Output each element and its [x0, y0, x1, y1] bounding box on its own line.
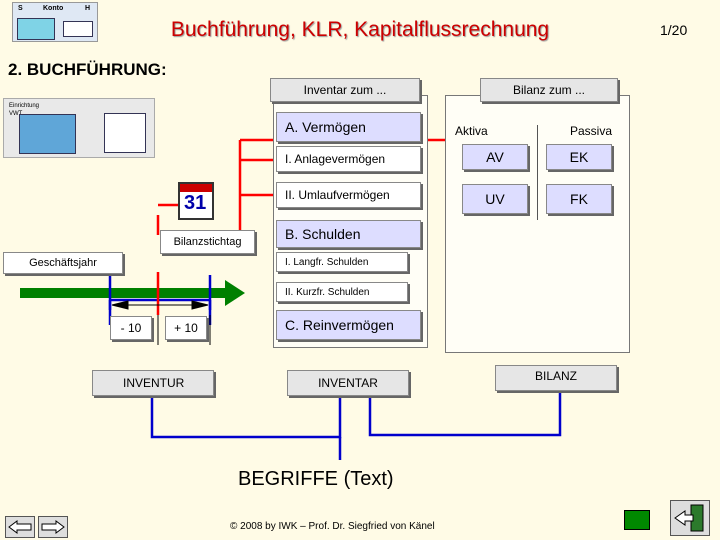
- vermoegen-label: A. Vermögen: [285, 119, 366, 135]
- bilanz-header-box: Bilanz zum ...: [480, 78, 618, 102]
- logo-s: S: [18, 5, 23, 12]
- bilanz-header: Bilanz zum ...: [512, 83, 586, 97]
- green-square-button[interactable]: [624, 510, 650, 530]
- umlaufvermoegen-box: II. Umlaufvermögen: [276, 182, 421, 208]
- konto-logo: S Konto H: [12, 2, 98, 42]
- logo-bar-left: [17, 18, 55, 40]
- calendar-day: 31: [184, 192, 207, 214]
- uv-box: UV: [462, 184, 528, 214]
- building-label: Einrichtung VWT: [9, 103, 40, 117]
- green-arrow-head: [225, 280, 245, 306]
- arrow-right-icon: [41, 520, 65, 534]
- minus10-label: - 10: [120, 321, 142, 335]
- bilanz-box: BILANZ: [495, 365, 617, 391]
- uv-label: UV: [485, 191, 505, 207]
- langfr-label: I. Langfr. Schulden: [285, 256, 369, 268]
- av-box: AV: [462, 144, 528, 170]
- page-title: Buchführung, KLR, Kapitalflussrechnung: [170, 18, 550, 41]
- anlagevermoegen-label: I. Anlagevermögen: [285, 152, 386, 166]
- arrow-left-icon: [8, 520, 32, 534]
- building-right-block: [104, 113, 146, 153]
- exit-button[interactable]: [670, 500, 710, 536]
- bilanzstichtag-label: Bilanzstichtag: [173, 236, 242, 248]
- nav-forward-button[interactable]: [38, 516, 68, 538]
- double-arrow: [111, 300, 209, 310]
- calendar-top: [180, 184, 212, 192]
- inventar-box: INVENTAR: [287, 370, 409, 396]
- plus10-label: + 10: [174, 321, 198, 335]
- logo-konto: Konto: [43, 5, 64, 12]
- inventar-header-box: Inventar zum ...: [270, 78, 420, 102]
- reinvermoegen-label: C. Reinvermögen: [285, 317, 394, 333]
- begriffe-link[interactable]: BEGRIFFE (Text): [238, 468, 394, 490]
- schulden-label: B. Schulden: [285, 226, 361, 242]
- section-heading: 2. BUCHFÜHRUNG:: [8, 60, 167, 79]
- calendar-icon: 31: [178, 182, 214, 220]
- inventur-box: INVENTUR: [92, 370, 214, 396]
- red-line-4: [156, 203, 178, 235]
- ek-box: EK: [546, 144, 612, 170]
- inventar-header: Inventar zum ...: [303, 83, 387, 97]
- av-label: AV: [486, 149, 504, 165]
- fk-label: FK: [570, 191, 588, 207]
- ek-label: EK: [569, 149, 589, 165]
- plus10-box: + 10: [165, 316, 207, 340]
- minus10-box: - 10: [110, 316, 152, 340]
- inventur-label: INVENTUR: [123, 376, 185, 390]
- building-left-block: [19, 114, 76, 154]
- aktiva-label: Aktiva: [455, 124, 488, 138]
- inventar-label: INVENTAR: [318, 376, 378, 390]
- logo-h: H: [85, 5, 91, 12]
- blue-line-bottom: [150, 395, 342, 439]
- vermoegen-box: A. Vermögen: [276, 112, 421, 142]
- copyright: © 2008 by IWK – Prof. Dr. Siegfried von …: [230, 521, 435, 532]
- building-image: Einrichtung VWT: [3, 98, 155, 158]
- exit-door-icon: [674, 504, 704, 532]
- page-number: 1/20: [660, 22, 688, 38]
- blue-line-right: [368, 388, 562, 437]
- passiva-label: Passiva: [570, 124, 613, 138]
- logo-bar-right: [63, 21, 93, 37]
- bilanz-label: BILANZ: [534, 369, 577, 383]
- green-arrow-shaft: [20, 288, 225, 298]
- schulden-box: B. Schulden: [276, 220, 421, 248]
- fk-box: FK: [546, 184, 612, 214]
- anlagevermoegen-box: I. Anlagevermögen: [276, 146, 421, 172]
- geschaeftsjahr-label: Geschäftsjahr: [29, 257, 97, 269]
- kurzfr-box: II. Kurzfr. Schulden: [276, 282, 408, 302]
- langfr-box: I. Langfr. Schulden: [276, 252, 408, 272]
- bilanz-divider: [537, 125, 538, 220]
- nav-back-button[interactable]: [5, 516, 35, 538]
- umlaufvermoegen-label: II. Umlaufvermögen: [285, 188, 390, 202]
- geschaeftsjahr-box: Geschäftsjahr: [3, 252, 123, 274]
- bilanzstichtag-box: Bilanzstichtag: [160, 230, 255, 254]
- kurzfr-label: II. Kurzfr. Schulden: [285, 286, 370, 298]
- reinvermoegen-box: C. Reinvermögen: [276, 310, 421, 340]
